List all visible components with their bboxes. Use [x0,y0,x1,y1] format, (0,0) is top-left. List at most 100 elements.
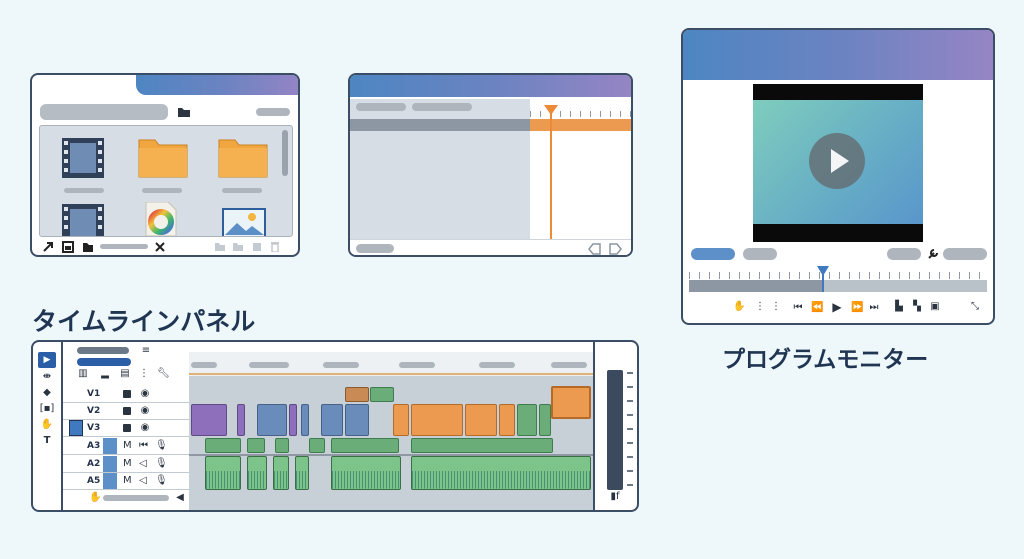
audio-clip[interactable] [309,438,325,453]
video-clip[interactable] [289,404,297,436]
hand-icon[interactable]: ✋ [733,301,746,312]
speaker-icon[interactable]: ◁ [139,475,147,486]
video-clip[interactable] [465,404,497,436]
video-clip[interactable] [499,404,515,436]
color-wheel-file-icon[interactable] [144,201,178,236]
play-icon[interactable]: ▶ [832,300,842,314]
eye-icon[interactable]: ◉ [140,405,150,416]
marker-icon[interactable]: ⋮ [139,368,149,379]
trash-icon[interactable] [270,242,280,253]
folder-outline-icon[interactable] [232,242,244,252]
video-clip[interactable] [237,404,245,436]
work-area-bar[interactable] [189,373,593,375]
add-marker-icon[interactable]: ▤ [120,368,130,379]
list-view-icon[interactable] [62,241,74,253]
time-ruler[interactable] [189,352,593,376]
solo-meter-icon[interactable]: ▮f [610,491,620,502]
step-back-icon[interactable]: ⏪ [811,302,824,313]
new-item-icon[interactable] [252,242,262,252]
audio-clip[interactable] [247,438,265,453]
mark-in-icon[interactable]: ⋮ [771,301,781,312]
audio-waveform-clip[interactable] [411,456,591,490]
solo-icon[interactable]: ⏮ [139,440,148,451]
effect-tab-2[interactable] [412,103,472,111]
play-icon[interactable] [809,133,865,189]
ripple-edit-icon[interactable]: ⇼ [42,371,52,382]
timecode-field[interactable] [943,248,987,260]
mic-icon[interactable]: 🎙︎ [155,475,168,486]
image-file-icon[interactable] [222,208,266,236]
playhead-handle[interactable] [544,105,558,115]
audio-waveform-clip[interactable] [295,456,309,490]
audio-waveform-clip[interactable] [331,456,401,490]
toggle-output-icon[interactable] [123,390,131,398]
timecode-display[interactable] [77,358,131,366]
chevron-left-icon[interactable] [588,243,602,255]
toggle-output-icon[interactable] [123,424,131,432]
mute-icon[interactable]: M [123,458,132,469]
audio-waveform-clip[interactable] [247,456,267,490]
razor-icon[interactable]: ◆ [43,387,51,398]
hand-icon[interactable]: ✋ [40,419,54,430]
video-clip[interactable] [411,404,463,436]
chevron-right-icon[interactable] [608,243,622,255]
audio-source-patch[interactable] [103,473,117,489]
folder-icon[interactable] [177,106,191,118]
toggle-output-icon[interactable] [123,407,131,415]
film-icon[interactable] [62,204,104,236]
extract-icon[interactable]: ▚ [913,301,921,312]
audio-waveform-clip[interactable] [205,456,241,490]
audio-waveform-clip[interactable] [273,456,289,490]
folder-icon[interactable] [218,136,268,182]
audio-clip[interactable] [331,438,399,453]
film-icon[interactable] [62,138,104,182]
folder-icon[interactable] [82,241,94,253]
button-editor-icon[interactable]: ⤡ [971,301,979,312]
project-search-input[interactable] [40,104,168,120]
video-clip[interactable] [393,404,409,436]
selection-tool-icon[interactable]: ▶ [38,352,56,368]
speaker-icon[interactable]: ◀ [176,492,184,503]
speaker-icon[interactable]: ◁ [139,458,147,469]
hand-icon[interactable]: ✋ [89,492,102,503]
snap-icon[interactable]: ▥ [78,368,88,379]
program-scrubber[interactable] [689,266,987,292]
export-frame-icon[interactable]: ▣ [930,301,940,312]
video-clip[interactable] [345,404,369,436]
quality-dropdown[interactable] [743,248,777,260]
video-clip[interactable] [321,404,343,436]
mic-icon[interactable]: 🎙︎ [155,458,168,469]
video-clip[interactable] [551,386,591,419]
go-to-in-icon[interactable]: ⏮ [793,302,803,313]
video-clip[interactable] [345,387,369,402]
audio-clip[interactable] [205,438,241,453]
sequence-tab[interactable] [77,347,129,354]
zoom-scroll-bar[interactable] [103,495,169,501]
zoom-slider[interactable] [100,244,148,249]
lift-icon[interactable]: ▙ [895,301,903,312]
video-clip[interactable] [191,404,227,436]
slip-icon[interactable]: [▪] [39,403,55,414]
mute-icon[interactable]: M [123,440,132,451]
video-clip[interactable] [301,404,309,436]
freeform-tool-icon[interactable] [154,241,166,253]
wrench-icon[interactable]: 🔧︎ [157,368,170,379]
linked-selection-icon[interactable]: ▂ [101,368,109,379]
timecode-field[interactable] [356,244,394,253]
audio-source-patch[interactable] [103,456,117,472]
audio-clip[interactable] [275,438,289,453]
audio-source-patch[interactable] [103,438,117,454]
source-patch[interactable] [69,420,83,436]
marker-icon[interactable]: ⋮ [755,301,765,312]
fit-dropdown[interactable] [691,248,735,260]
video-clip[interactable] [370,387,394,402]
mute-icon[interactable]: M [123,475,132,486]
eye-icon[interactable]: ◉ [140,388,150,399]
menu-icon[interactable]: ≡ [141,345,151,356]
type-tool-icon[interactable]: T [43,435,51,446]
project-scrollbar[interactable] [282,130,288,176]
playhead-marker[interactable] [817,266,829,276]
zoom-field[interactable] [887,248,921,260]
eye-icon[interactable]: ◉ [140,422,150,433]
effect-tab-1[interactable] [356,103,406,111]
